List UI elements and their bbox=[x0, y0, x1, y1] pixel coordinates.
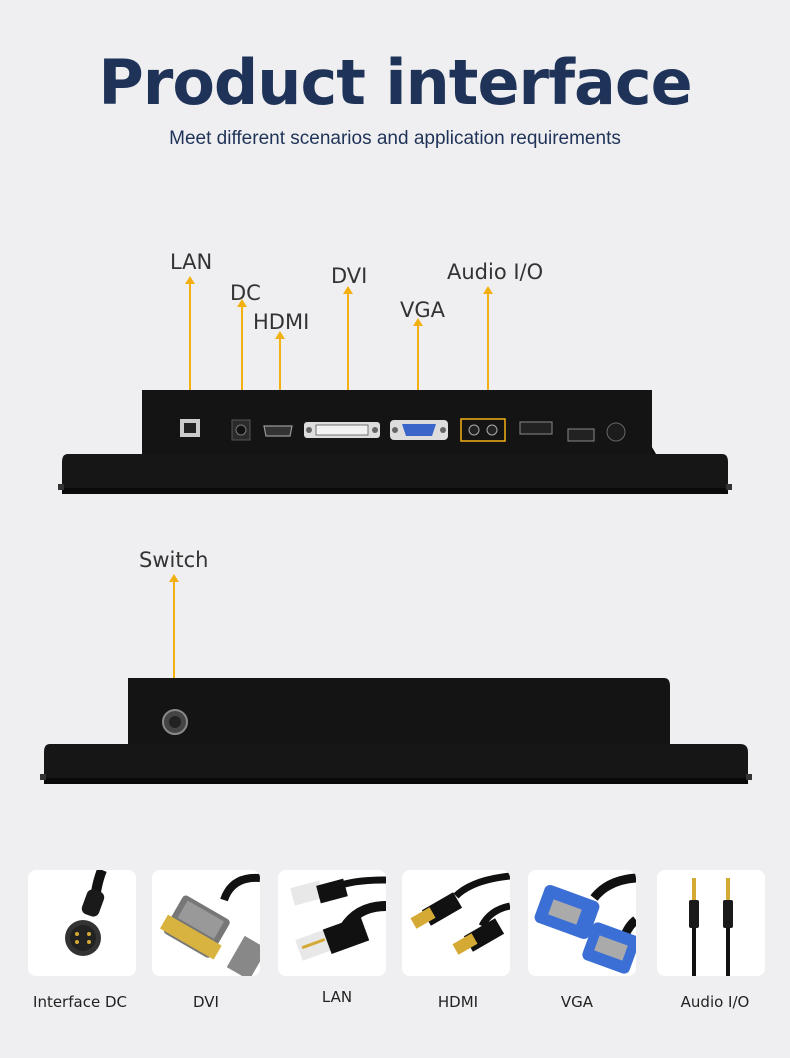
device-side-view bbox=[40, 678, 752, 784]
dc-cable-icon bbox=[65, 870, 107, 956]
label-hdmi: HDMI bbox=[253, 310, 310, 334]
lan-cable-icon bbox=[290, 876, 386, 961]
label-dvi: DVI bbox=[331, 264, 368, 288]
label-switch: Switch bbox=[139, 548, 209, 572]
page-title: Product interface bbox=[98, 46, 692, 119]
pointer-dvi bbox=[343, 286, 353, 417]
caption-dvi: DVI bbox=[193, 993, 219, 1011]
caption-vga: VGA bbox=[560, 993, 594, 1011]
label-lan: LAN bbox=[170, 250, 213, 274]
pointer-lan bbox=[185, 276, 195, 411]
device-rear-view bbox=[58, 390, 732, 494]
audio-cable-icon bbox=[689, 878, 733, 976]
thumb-hdmi bbox=[402, 870, 510, 976]
pointer-switch bbox=[169, 574, 179, 705]
pointer-vga bbox=[413, 318, 423, 417]
thumb-audio bbox=[657, 870, 765, 976]
caption-dc: Interface DC bbox=[33, 993, 127, 1011]
caption-audio: Audio I/O bbox=[680, 993, 750, 1011]
thumb-dc bbox=[28, 870, 136, 976]
pointer-audio bbox=[483, 286, 493, 417]
thumb-dvi bbox=[152, 870, 260, 976]
thumb-lan bbox=[278, 870, 386, 976]
caption-lan: LAN bbox=[321, 988, 353, 1006]
page-subtitle: Meet different scenarios and application… bbox=[169, 128, 621, 149]
pointer-dc bbox=[237, 299, 247, 418]
dvi-cable-icon bbox=[159, 873, 260, 976]
vga-cable-icon bbox=[534, 873, 636, 974]
label-audio: Audio I/O bbox=[447, 260, 544, 284]
caption-hdmi: HDMI bbox=[437, 993, 479, 1011]
pointer-hdmi bbox=[275, 331, 285, 420]
thumb-vga bbox=[528, 870, 636, 976]
hdmi-cable-icon bbox=[410, 872, 510, 955]
